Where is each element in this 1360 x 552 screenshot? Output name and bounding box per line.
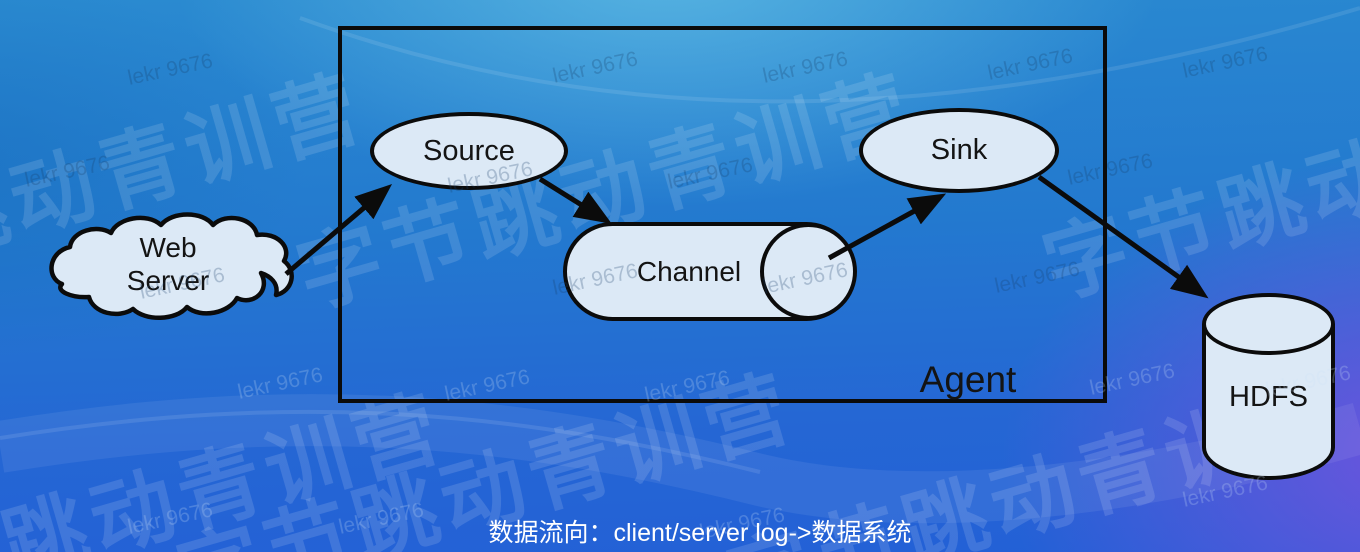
id-watermark: lekr 9676 <box>642 366 732 407</box>
id-watermark: lekr 9676 <box>1065 149 1155 190</box>
id-watermark: lekr 9676 <box>985 44 1075 85</box>
id-watermark: lekr 9676 <box>1180 42 1270 83</box>
id-watermark: lekr 9676 <box>445 157 535 198</box>
caption: 数据流向：client/server log->数据系统 <box>488 519 912 547</box>
id-watermark: lekr 9676 <box>550 259 640 300</box>
id-watermark: lekr 9676 <box>137 263 227 304</box>
id-watermark: lekr 9676 <box>550 47 640 88</box>
id-watermark: lekr 9676 <box>665 153 755 194</box>
source-node <box>370 112 568 190</box>
id-watermark: lekr 9676 <box>125 49 215 90</box>
id-watermark: lekr 9676 <box>760 47 850 88</box>
sink-node <box>859 108 1059 193</box>
id-watermark: lekr 9676 <box>22 151 112 192</box>
id-watermark: lekr 9676 <box>760 258 850 299</box>
id-watermark: lekr 9676 <box>1263 361 1353 402</box>
id-watermark: lekr 9676 <box>235 363 325 404</box>
id-watermark: lekr 9676 <box>442 365 532 406</box>
channel-cylinder-cap <box>760 223 857 320</box>
hdfs-cylinder-top <box>1202 293 1335 355</box>
id-watermark: lekr 9676 <box>1180 471 1270 512</box>
id-watermark: lekr 9676 <box>1087 359 1177 400</box>
id-watermark: lekr 9676 <box>992 257 1082 298</box>
